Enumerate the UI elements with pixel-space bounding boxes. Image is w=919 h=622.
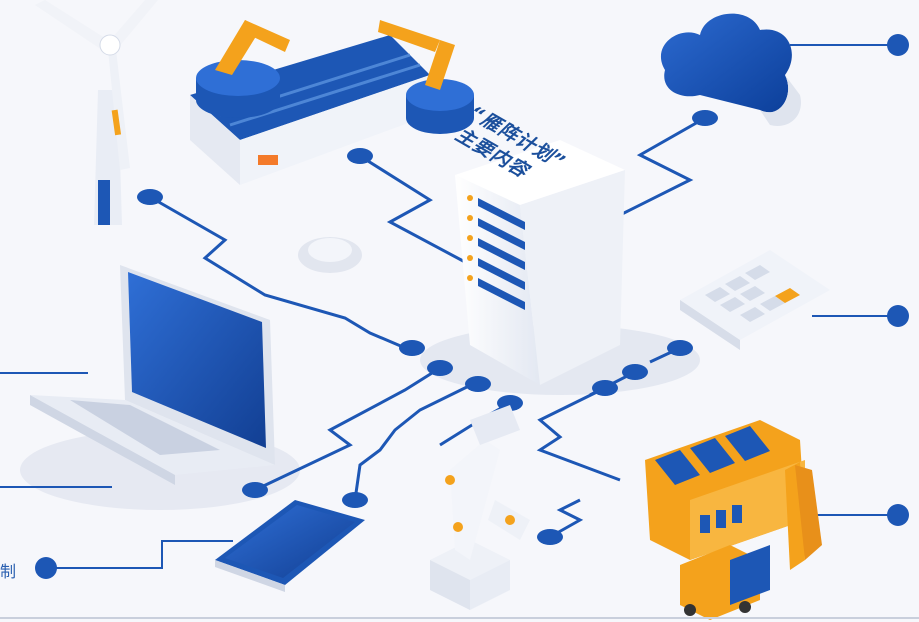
circuit-nodes <box>137 110 718 545</box>
wind-turbine-icon <box>35 0 158 225</box>
gear-icon <box>298 237 362 273</box>
laptop-icon <box>30 265 275 485</box>
robot-arm-icon <box>430 405 530 610</box>
factory-icon <box>645 420 822 570</box>
calculator-icon <box>680 250 830 350</box>
callout-dots <box>35 34 909 579</box>
truck-icon <box>680 545 770 620</box>
callout-lines <box>0 44 895 569</box>
tablet-icon <box>215 500 365 592</box>
server-icon <box>455 140 625 385</box>
cloud-icon <box>660 13 801 126</box>
bottom-left-label-fragment: 制 <box>0 564 17 581</box>
robot-assembly-line-icon <box>190 20 474 185</box>
